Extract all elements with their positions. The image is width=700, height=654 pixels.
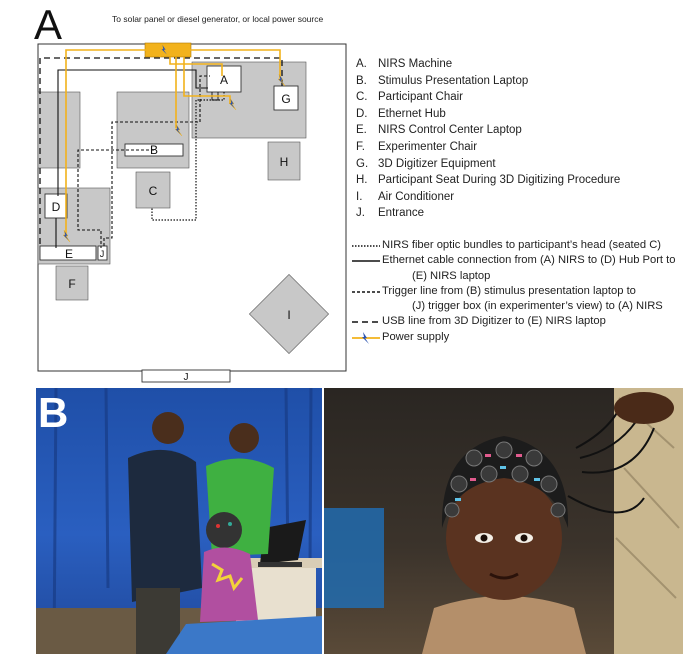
label-d: D — [52, 200, 61, 214]
trigger-line-1 — [77, 149, 154, 248]
key-item: D.Ethernet Hub — [356, 107, 446, 120]
usb-line — [39, 57, 283, 248]
room-layout-diagram: A B C D E F G H I J J — [37, 42, 347, 383]
label-a: A — [220, 73, 228, 87]
digitizer-box — [273, 85, 299, 111]
key-item: F.Experimenter Chair — [356, 140, 478, 153]
label-i: I — [287, 308, 290, 322]
trigger-line-2 — [103, 75, 210, 246]
power-line-extra — [169, 57, 223, 76]
plug-icon — [160, 43, 169, 57]
label-j: J — [184, 372, 189, 383]
panel-b-letter: B — [38, 389, 69, 436]
label-f: F — [68, 277, 75, 291]
label-e: E — [65, 247, 73, 261]
plug-icon — [174, 123, 183, 137]
legend-ethernet: Ethernet cable connection from (A) NIRS … — [352, 253, 675, 268]
power-line-laptop — [65, 49, 161, 238]
plug-icon — [62, 229, 71, 243]
trigger-box — [97, 245, 108, 261]
entrance-box — [141, 369, 231, 383]
digitizing-seat — [267, 141, 301, 181]
key-item: A.NIRS Machine — [356, 58, 453, 70]
dotted-line-icon — [352, 238, 382, 253]
legend-usb: USB line from 3D Digitizer to (E) NIRS l… — [352, 314, 675, 329]
legend-trigger: Trigger line from (B) stimulus presentat… — [352, 284, 675, 299]
power-source-note: To solar panel or diesel generator, or l… — [112, 14, 324, 24]
equipment-key: A.NIRS Machine B.Stimulus Presentation L… — [356, 56, 620, 222]
label-c: C — [149, 184, 158, 198]
nirs-machine-box — [206, 65, 242, 93]
fiber-bundle-line — [151, 92, 225, 221]
plug-icon — [228, 97, 237, 111]
plug-icon — [277, 73, 286, 87]
nirs-laptop-box — [39, 245, 97, 261]
key-item: E.NIRS Control Center Laptop — [356, 124, 522, 137]
long-dash-line-icon — [352, 314, 382, 329]
key-item: B.Stimulus Presentation Laptop — [356, 74, 529, 87]
legend-trigger-cont: (J) trigger box (in experimenter’s view)… — [412, 300, 663, 313]
child-nirs-cap-photo — [324, 388, 683, 654]
legend-fiber: NIRS fiber optic bundles to participant’… — [352, 238, 675, 253]
label-g: G — [281, 92, 290, 106]
experimenter-chair — [55, 265, 89, 301]
power-line-digitizer — [190, 49, 281, 78]
label-b: B — [150, 143, 158, 157]
side-table — [37, 91, 81, 169]
label-j-trigger: J — [100, 249, 105, 259]
label-h: H — [280, 155, 289, 169]
participant-chair — [135, 171, 171, 209]
key-item: I.Air Conditioner — [356, 190, 455, 203]
short-dash-line-icon — [352, 284, 382, 299]
power-line-icon — [352, 330, 382, 345]
legend-power: Power supply — [352, 330, 675, 345]
ethernet-line-1 — [57, 69, 208, 196]
air-conditioner — [248, 273, 330, 355]
legend-ethernet-cont: (E) NIRS laptop — [412, 269, 491, 282]
line-legend: NIRS fiber optic bundles to participant’… — [352, 238, 675, 345]
key-item: C.Participant Chair — [356, 91, 464, 104]
panel-a-letter: A — [34, 1, 63, 48]
solid-line-icon — [352, 253, 382, 268]
key-item: H.Participant Seat During 3D Digitizing … — [356, 174, 621, 187]
key-item: G.3D Digitizer Equipment — [356, 157, 496, 170]
key-item: J.Entrance — [356, 207, 425, 220]
lab-setup-photo — [36, 388, 322, 654]
power-line-nirs — [183, 57, 231, 104]
